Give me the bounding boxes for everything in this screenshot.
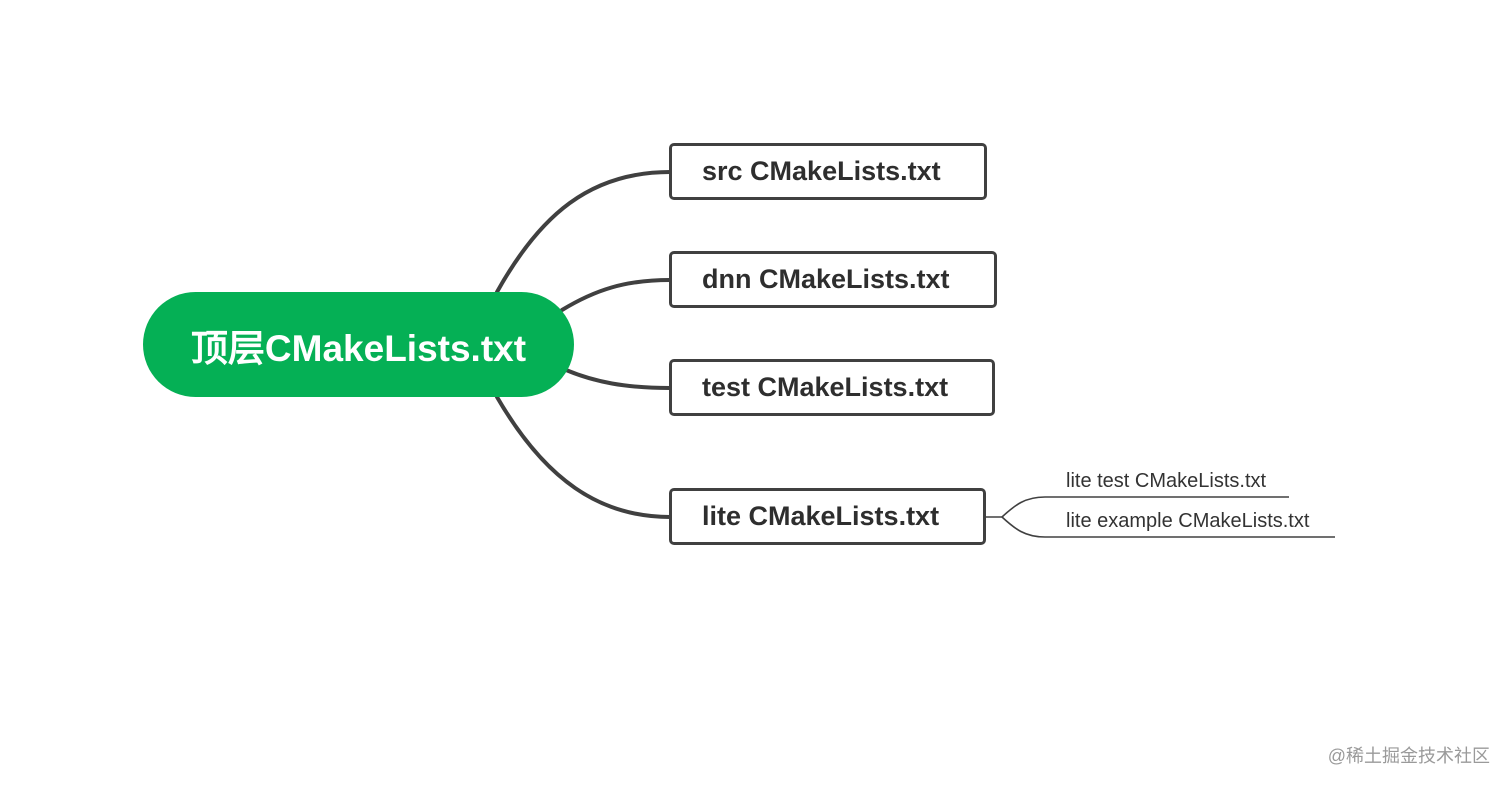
branch-node-src[interactable]: src CMakeLists.txt [669, 143, 987, 200]
connector-lite-test [1001, 496, 1289, 518]
branch-node-label: test CMakeLists.txt [702, 372, 949, 402]
branch-node-label: src CMakeLists.txt [702, 156, 941, 186]
connector-src [495, 170, 672, 294]
branch-node-lite[interactable]: lite CMakeLists.txt [669, 488, 986, 545]
connector-test [564, 368, 672, 390]
branch-node-label: lite CMakeLists.txt [702, 501, 940, 531]
branch-node-dnn[interactable]: dnn CMakeLists.txt [669, 251, 997, 308]
sub-node-lite-example[interactable]: lite example CMakeLists.txt [1066, 510, 1309, 533]
watermark: @稀土掘金技术社区 [1327, 746, 1490, 766]
root-node[interactable]: 顶层CMakeLists.txt [143, 292, 574, 397]
branch-node-label: dnn CMakeLists.txt [702, 264, 950, 294]
connector-dnn [560, 278, 672, 312]
sub-node-label: lite test CMakeLists.txt [1066, 470, 1267, 492]
connector-lite [495, 395, 672, 519]
connector-lite-example [1001, 516, 1335, 538]
sub-node-label: lite example CMakeLists.txt [1066, 510, 1310, 532]
branch-node-test[interactable]: test CMakeLists.txt [669, 359, 995, 416]
sub-node-lite-test[interactable]: lite test CMakeLists.txt [1066, 470, 1266, 493]
root-node-label: 顶层CMakeLists.txt [190, 327, 527, 369]
